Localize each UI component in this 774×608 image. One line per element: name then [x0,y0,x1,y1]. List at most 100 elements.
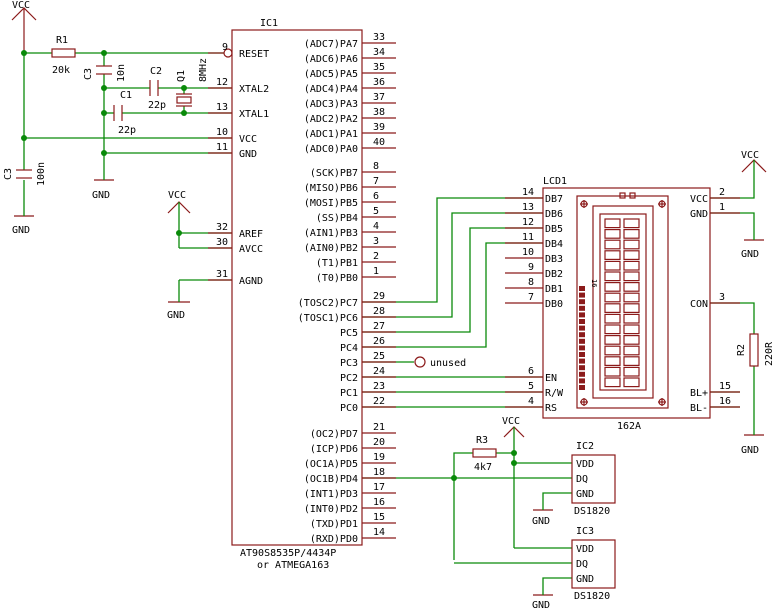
ic1-pin-number: 21 [373,422,385,433]
ic1-pin-number: 33 [373,32,385,43]
ic1-pin-number: 9 [222,42,228,53]
c3b-ref: C3 [3,168,14,180]
lcd-pin-name: VCC [690,194,708,205]
ic1-pin-name: AGND [239,276,263,287]
lcd-part: 162A [617,421,641,432]
capacitor-c2: C2 22p [148,66,166,111]
ic1-pin-name: (ICP)PD6 [310,444,358,455]
ic1-pin-name: GND [239,149,257,160]
ic1-pin-name: PC0 [340,403,358,414]
ic1-pin-number: 28 [373,306,385,317]
ic1-pin-name: (ADC3)PA3 [304,99,358,110]
lcd-cell [604,324,621,335]
lcd-pin-number: 4 [528,396,534,407]
lcd-pad [579,371,585,377]
ic1-pin-number: 31 [216,269,228,280]
vcc-label-lcd: VCC [741,150,759,161]
c3b-value: 100n [36,162,47,186]
ic1-pin-name: XTAL1 [239,109,269,120]
ic1-pin-number: 7 [373,176,379,187]
ic1-pin-name: (TXD)PD1 [310,519,358,530]
ic1-right-pins: (ADC7)PA733(ADC6)PA634(ADC5)PA535(ADC4)P… [298,32,396,545]
ic1-part: AT90S8535P/4434P [240,548,336,559]
ic1-pin-number: 39 [373,122,385,133]
r3-ref: R3 [476,435,488,446]
vcc-symbol-r3: VCC [502,416,525,438]
lcd-cell [604,292,621,303]
lcd-mounting-holes [580,192,666,406]
gnd-label-lcd: GND [741,249,759,260]
junction-dots [21,50,517,481]
ic1-pin-name: (T1)PB1 [316,258,358,269]
r2-ref: R2 [736,344,747,356]
c3a-value: 10n [116,64,127,82]
resistor-r1: R1 20k [51,35,76,76]
gnd-label-agnd: GND [167,310,185,321]
ic1-pin-name: (INT0)PD2 [304,504,358,515]
gnd-symbol-agnd: GND [167,301,190,321]
ic1-pin-number: 10 [216,127,228,138]
ic1-pin-name: (OC1A)PD5 [304,459,358,470]
ic1-pin-number: 17 [373,482,385,493]
ic1-pin-number: 2 [373,251,379,262]
ic1-pin-name: (ADC0)PA0 [304,144,358,155]
lcd-pad [579,286,585,291]
lcd-cell [604,313,621,324]
ic1-pin-number: 23 [373,381,385,392]
r2-value: 220R [764,341,774,366]
lcd-pin-name: BL- [690,403,708,414]
lcd-pad [579,345,585,351]
ic2-part: DS1820 [574,506,610,517]
lcd-pin-number: 8 [528,277,534,288]
ic1-pin-number: 1 [373,266,379,277]
ic1-pin-name: (SS)PB4 [316,213,358,224]
lcd-pad [579,338,585,344]
lcd-cell [623,366,640,377]
lcd-pad [579,385,585,390]
lcd-pin-name: DB0 [545,299,563,310]
ic1-pin-number: 22 [373,396,385,407]
c3a-ref: C3 [83,68,94,80]
lcd-pin-number: 1 [719,202,725,213]
lcd-cell [623,229,640,239]
ic3-temperature-sensor: IC3 DS1820 VDD DQ GND [571,526,616,602]
lcd-character-cells [604,218,640,388]
lcd-pin-name: BL+ [690,388,708,399]
lcd-cell [623,260,640,271]
ic1-pin-number: 25 [373,351,385,362]
ic1-pin-name: (TOSC1)PC6 [298,313,358,324]
ic1-pin-number: 5 [373,206,379,217]
gnd-label-bl: GND [741,445,759,456]
unused-label: unused [430,358,466,369]
ic1-pin-number: 3 [373,236,379,247]
ic1-pin-number: 14 [373,527,385,538]
ic1-pin-name: (ADC6)PA6 [304,54,358,65]
capacitor-c3-10n: C3 10n [83,64,127,82]
lcd-pin-name: CON [690,299,708,310]
vcc-label-aref: VCC [168,190,186,201]
lcd-cell [604,366,621,377]
lcd-pin-name: R/W [545,388,564,399]
ic1-pin-name: (T0)PB0 [316,273,358,284]
ic1-microcontroller: IC1 AT90S8535P/4434P or ATMEGA163 9RESET… [208,18,396,571]
lcd-pin-name: RS [545,403,557,414]
c1-value: 22p [118,125,136,136]
ic1-pin-number: 35 [373,62,385,73]
lcd-pin-number: 15 [719,381,731,392]
ic1-pin-number: 40 [373,137,385,148]
c2-value: 22p [148,100,166,111]
ic1-pin-number: 18 [373,467,385,478]
q1-ref: Q1 [176,70,187,82]
lcd-connector-pads [579,286,585,390]
q1-value: 8MHz [198,58,209,82]
lcd-pin-name: DB1 [545,284,563,295]
gnd-label-ic2: GND [532,516,550,527]
c2-ref: C2 [150,66,162,77]
lcd-cell [623,345,640,356]
ic1-left-pins: 9RESET12XTAL213XTAL110VCC11GND32AREF30AV… [208,42,269,287]
lcd-pin-number: 10 [522,247,534,258]
ic1-pin-name: (ADC5)PA5 [304,69,358,80]
lcd1-display-module: LCD1 162A 16 14DB713DB612DB511DB410DB39D… [505,176,740,432]
